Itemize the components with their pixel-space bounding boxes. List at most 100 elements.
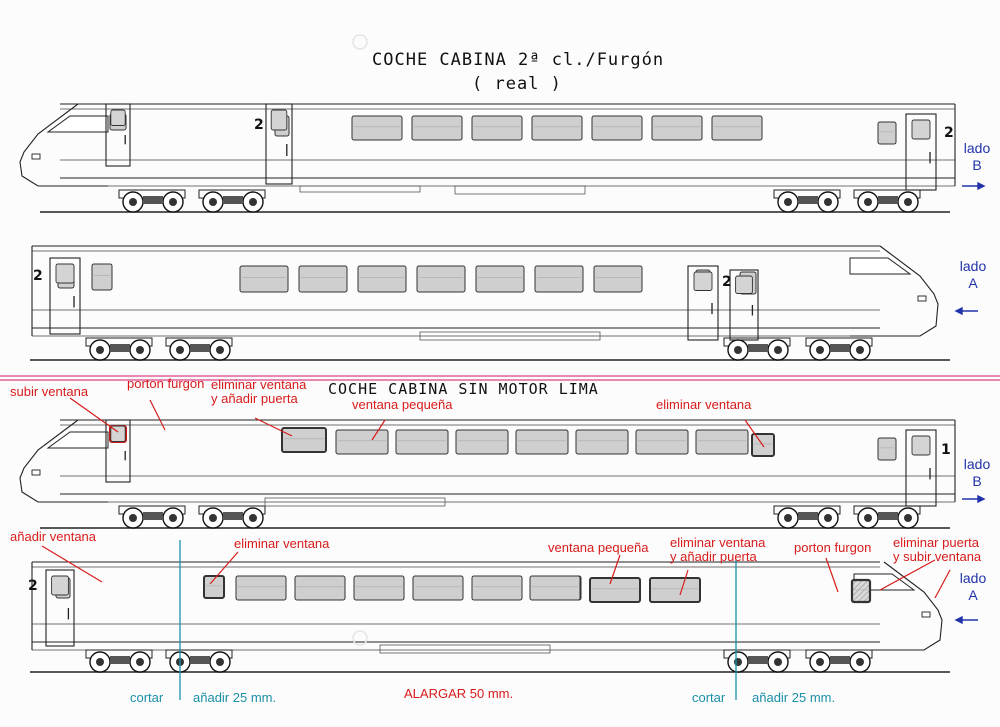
train-window xyxy=(593,265,643,293)
cab-nose xyxy=(19,103,108,187)
train-door xyxy=(49,257,81,335)
train-window xyxy=(416,265,466,293)
headlight xyxy=(921,611,931,618)
train-door xyxy=(105,103,131,167)
headlight xyxy=(917,295,927,302)
train-window xyxy=(235,575,287,601)
annotation-ventana-pequena: ventana pequeña xyxy=(548,540,649,555)
bogie xyxy=(805,337,873,361)
bogie xyxy=(165,337,233,361)
cab-nose xyxy=(19,419,108,503)
train-window xyxy=(294,575,346,601)
punch-hole xyxy=(352,630,368,646)
train-window xyxy=(471,575,523,601)
train-window xyxy=(850,578,872,604)
annotation-porton-furgon: porton furgon xyxy=(127,376,205,391)
train-window xyxy=(203,575,225,599)
bogie xyxy=(118,189,186,213)
train-window xyxy=(877,121,897,145)
train-window xyxy=(335,429,389,455)
annotation-ventana-pequena: ventana pequeña xyxy=(352,397,453,412)
title-real: COCHE CABINA 2ª cl./Furgón xyxy=(372,50,665,70)
train-door xyxy=(265,103,293,185)
cut-label: cortar xyxy=(692,690,726,705)
train-window xyxy=(649,577,701,603)
train-window xyxy=(281,427,327,453)
annotation-eliminar-ventana: eliminar ventana xyxy=(656,397,752,412)
train-window xyxy=(529,575,581,601)
train-window xyxy=(591,115,643,141)
headlight xyxy=(31,153,41,160)
annotation-porton-furgon: porton furgon xyxy=(794,540,872,555)
train-window xyxy=(515,429,569,455)
underframe-box xyxy=(379,644,551,654)
car-number: 2 xyxy=(28,578,38,594)
car-number: 2 xyxy=(722,274,732,290)
train-window xyxy=(589,577,641,603)
annotation-anadir-ventana: añadir ventana xyxy=(10,529,97,544)
train-window xyxy=(711,115,763,141)
train-door xyxy=(905,113,937,191)
cab-nose xyxy=(854,561,943,651)
train-window xyxy=(635,429,689,455)
car-number: 2 xyxy=(944,125,954,141)
bogie xyxy=(723,337,791,361)
cut-label: añadir 25 mm. xyxy=(193,690,277,705)
bogie xyxy=(723,649,791,673)
annotation-subir-ventana: subir ventana xyxy=(10,384,89,399)
bogie xyxy=(805,649,873,673)
train-real-side-a xyxy=(30,245,950,361)
train-window xyxy=(475,265,525,293)
train-window xyxy=(411,115,463,141)
annotation-leaders xyxy=(41,397,951,599)
bogie xyxy=(118,505,186,529)
train-door xyxy=(905,429,937,507)
train-window xyxy=(575,429,629,455)
punch-hole xyxy=(352,34,368,50)
train-lima-side-b xyxy=(19,419,956,529)
underframe-box xyxy=(419,331,601,341)
train-window xyxy=(531,115,583,141)
train-window xyxy=(353,575,405,601)
car-number: 2 xyxy=(33,268,43,284)
train-window xyxy=(877,437,897,461)
annotation-eliminar-ventana: eliminar ventana xyxy=(234,536,330,551)
car-number: 1 xyxy=(941,442,951,458)
train-window xyxy=(534,265,584,293)
cab-nose xyxy=(850,245,939,337)
train-door xyxy=(687,265,719,341)
bogie xyxy=(198,189,266,213)
bogie xyxy=(85,337,153,361)
bogie xyxy=(853,189,921,213)
cut-label: cortar xyxy=(130,690,164,705)
train-window xyxy=(455,429,509,455)
train-door xyxy=(729,269,759,341)
underframe-box xyxy=(264,497,446,507)
side-arrows xyxy=(954,181,986,625)
train-window xyxy=(695,429,749,455)
bogie xyxy=(165,649,233,673)
bogie xyxy=(853,505,921,529)
underframe-box xyxy=(299,185,421,193)
headlight xyxy=(31,469,41,476)
cab-windshield xyxy=(46,115,109,133)
cut-label: añadir 25 mm. xyxy=(752,690,836,705)
train-window xyxy=(651,115,703,141)
cab-windshield xyxy=(46,431,109,449)
train-window xyxy=(239,265,289,293)
train-window xyxy=(351,115,403,141)
bogie xyxy=(773,189,841,213)
train-lima-side-a xyxy=(30,561,950,673)
lengthen-label: ALARGAR 50 mm. xyxy=(404,686,514,701)
bogie xyxy=(773,505,841,529)
train-window xyxy=(412,575,464,601)
underframe-box xyxy=(454,185,586,195)
train-window xyxy=(298,265,348,293)
